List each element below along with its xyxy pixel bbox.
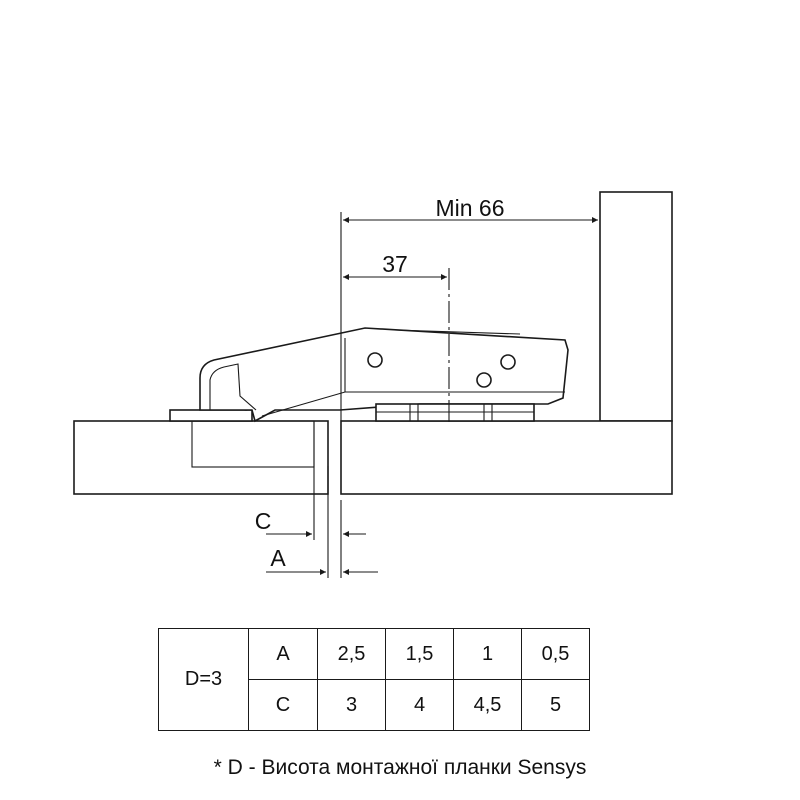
row-a-label-cell: A bbox=[248, 628, 318, 680]
hinge-arm bbox=[199, 327, 569, 423]
cabinet-panel bbox=[340, 420, 673, 495]
table-cell: 5 bbox=[521, 679, 590, 731]
table-cell: 4 bbox=[385, 679, 454, 731]
table-row: D=3 A 2,5 1,5 1 0,5 bbox=[158, 628, 590, 731]
arm-screw-icon bbox=[367, 352, 383, 368]
door-panel bbox=[73, 420, 329, 495]
table-cell: 0,5 bbox=[521, 628, 590, 680]
table-cell: 1,5 bbox=[385, 628, 454, 680]
cabinet-side-wall bbox=[599, 191, 673, 422]
dimension-min-label: Min 66 bbox=[435, 195, 504, 221]
table-row: C 3 4 4,5 5 bbox=[159, 679, 590, 731]
dimension-depth-label: 37 bbox=[382, 251, 408, 277]
arm-screw-icon bbox=[476, 372, 492, 388]
table-cell: 3 bbox=[317, 679, 386, 731]
spec-table: D=3 A 2,5 1,5 1 0,5 C 3 4 4,5 5 bbox=[158, 628, 590, 731]
table-cell: 1 bbox=[453, 628, 522, 680]
hinge-cup-flange bbox=[169, 409, 253, 422]
arm-screw-icon bbox=[500, 354, 516, 370]
dimension-c-label: C bbox=[255, 508, 272, 534]
table-cell: 4,5 bbox=[453, 679, 522, 731]
table-cell: 2,5 bbox=[317, 628, 386, 680]
footnote: * D - Висота монтажної планки Sensys bbox=[213, 756, 587, 779]
d-label-cell: D=3 bbox=[158, 628, 249, 731]
dimension-a-label: A bbox=[270, 545, 286, 571]
row-c-label-cell: C bbox=[248, 679, 318, 731]
